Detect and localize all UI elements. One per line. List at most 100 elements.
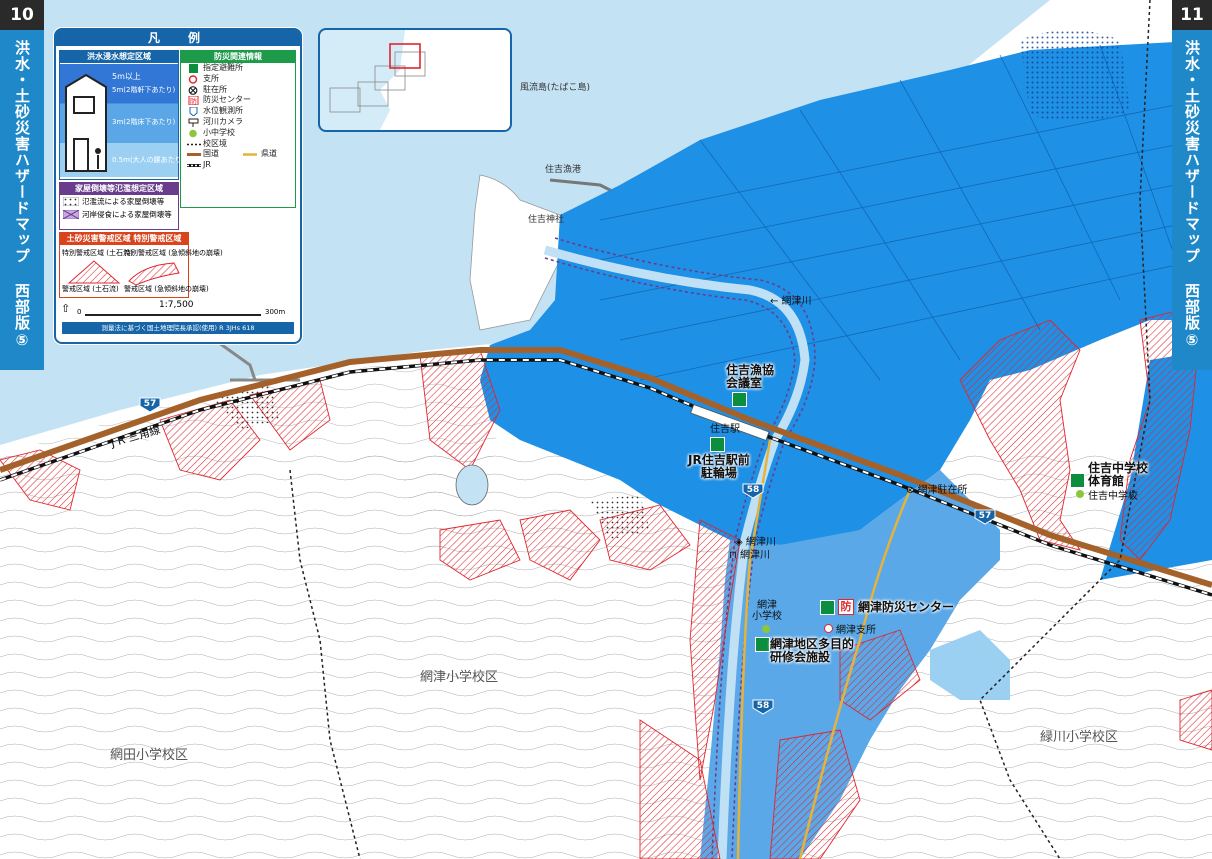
- landslide-pattern-icon: [67, 260, 180, 285]
- flood-zone-deep: [480, 40, 1212, 545]
- school-dot-icon: [187, 129, 199, 138]
- river-levee-line-2: [554, 237, 816, 859]
- legend-landslide-section: 土砂災害警戒区域 特別警戒区域 特別警戒区域 (土石流) 特別警戒区域 (急傾斜…: [59, 232, 223, 298]
- legend-item-jr: JR: [181, 160, 295, 171]
- disaster-center-icon: 防: [838, 599, 854, 615]
- school-boundary-line-icon: [187, 140, 201, 149]
- shelter-label-station-bike: JR住吉駅前 駐輪場: [688, 453, 750, 480]
- scale-start: 0: [77, 308, 82, 316]
- hill-contours-upper: [0, 355, 500, 560]
- house-illustration-icon: [65, 73, 107, 172]
- debris-zone: [210, 385, 280, 430]
- scale-line: [85, 314, 261, 316]
- sumiyoshi-station-platform: [690, 404, 770, 441]
- side-title-right: 洪水・土砂災害ハザードマップ 西部版⑤: [1183, 40, 1201, 350]
- flood-zone-shallow-2: [930, 630, 1010, 700]
- page-tab-left: 10 洪水・土砂災害ハザードマップ 西部版⑤: [0, 0, 44, 370]
- disaster-center-label: 網津防災センター: [858, 600, 955, 614]
- road-badge-58-north: 58: [742, 483, 764, 499]
- disaster-section-title: 防災関連情報: [181, 51, 295, 63]
- branch-office-label: 網津支所: [836, 625, 876, 636]
- legend-flood-section: 洪水浸水想定区域 5m以上 5m(2階軒下あたり) 3m(2階床下あたり) 0.…: [59, 50, 184, 180]
- shelter-icon: [710, 437, 725, 452]
- flood-level-4: 0.5m(大人の腰あたり): [112, 156, 185, 164]
- school-label-amizu: 網津 小学校: [752, 600, 782, 622]
- road-badge-label: 57: [979, 511, 992, 521]
- debris-zone-2: [590, 495, 650, 540]
- flood-section-title: 洪水浸水想定区域: [60, 51, 178, 63]
- index-inset-map: [318, 28, 512, 132]
- police-box-icon: [187, 85, 199, 95]
- island-label: 風流島(たばこ島): [520, 83, 591, 93]
- flood-level-2: 5m(2階軒下あたり): [112, 86, 176, 94]
- legend-item-branch: 支所: [181, 74, 295, 85]
- legend-item-center: 防防災センター: [181, 95, 295, 106]
- disaster-center-icon: 防: [187, 95, 199, 106]
- road-badge-label: 58: [757, 701, 770, 711]
- shelter-icon: [732, 392, 747, 407]
- district-label-amizu: 網津小学校区: [420, 670, 499, 685]
- map-legend: 凡 例 洪水浸水想定区域 5m以上 5m(2階軒下あたり) 3m(2階床下あたり…: [54, 28, 302, 344]
- shelter-square-icon: [187, 64, 199, 73]
- harbour-land: [469, 174, 561, 331]
- flood-level-3: 3m(2階床下あたり): [112, 118, 176, 126]
- survey-note: 測量法に基づく国土地理院長承認(使用) R 3JHs 618: [62, 322, 294, 334]
- legend-item-water-station: 水位観測所: [181, 106, 295, 117]
- shelter-label-community: 網津地区多目的 研修会施設: [770, 637, 855, 664]
- legend-item-special-slope: 特別警戒区域 (急傾斜地の崩壊): [124, 249, 223, 257]
- inset-map-drawing: [329, 30, 510, 130]
- page-number-right: 11: [1172, 0, 1212, 30]
- side-title-left: 洪水・土砂災害ハザードマップ 西部版⑤: [13, 40, 31, 350]
- school-district-boundary: [289, 469, 361, 859]
- shelter-icon: [755, 637, 770, 652]
- jr-line-icon: [187, 161, 201, 170]
- legend-item-boundary: 校区境: [181, 139, 295, 150]
- school-dot-icon: [1076, 490, 1084, 498]
- legend-disaster-section: 防災関連情報 指定避難所 支所 駐在所 防防災センター 水位観測所 河川カメラ …: [180, 50, 296, 208]
- school-dot-icon: [762, 625, 770, 633]
- shrine-label: 住吉神社: [528, 215, 565, 225]
- landslide-section-title: 土砂災害警戒区域 特別警戒区域: [60, 233, 188, 245]
- branch-circle-icon: [824, 624, 833, 633]
- house-collapse-zone: [1020, 30, 1130, 122]
- station-label: 住吉駅: [710, 424, 740, 435]
- flood-level-1: 5m以上: [112, 72, 141, 81]
- legend-item-pref-road: 県道: [261, 149, 277, 159]
- legend-item-national-road: 国道 県道: [181, 149, 295, 160]
- river-label: ← 網津川: [770, 296, 812, 307]
- port-label: 住吉漁港: [545, 165, 582, 175]
- branch-circle-icon: [187, 75, 199, 84]
- legend-item-warning-debris: 警戒区域 (土石流): [62, 285, 119, 293]
- legend-title: 凡 例: [56, 30, 300, 46]
- national-road-57: [0, 347, 1212, 588]
- water-station-label: ◈ 網津川: [735, 537, 776, 548]
- shelter-label-fishery: 住吉漁協 会議室: [726, 363, 775, 390]
- svg-text:防: 防: [190, 97, 197, 106]
- legend-item-school: 小中学校: [181, 128, 295, 139]
- district-label-ouda: 網田小学校区: [110, 748, 189, 763]
- cross-pattern-icon: [62, 209, 80, 220]
- legend-item-warning-slope: 警戒区域 (急傾斜地の崩壊): [124, 285, 209, 293]
- pond: [455, 464, 489, 506]
- page-tab-right: 11 洪水・土砂災害ハザードマップ 西部版⑤: [1172, 0, 1212, 370]
- road-badge-label: 57: [144, 399, 157, 409]
- scale-end: 300m: [265, 308, 286, 316]
- national-road-icon: [187, 150, 201, 159]
- school-label-sumiyoshi: 住吉中学校: [1088, 491, 1138, 502]
- page-number-left: 10: [0, 0, 44, 30]
- legend-item-camera: 河川カメラ: [181, 117, 295, 128]
- shelter-icon: [820, 600, 835, 615]
- road-badge-label: 58: [747, 485, 760, 495]
- police-box-label: ⊗ 網津駐在所: [906, 485, 968, 496]
- river-camera-label: ⊓ 網津川: [729, 550, 770, 561]
- legend-item-shelter: 指定避難所: [181, 63, 295, 74]
- road-badge-57-east: 57: [974, 509, 996, 525]
- prefectural-road-icon: [243, 150, 257, 159]
- legend-item-police: 駐在所: [181, 85, 295, 96]
- house-section-title: 家屋倒壊等氾濫想定区域: [60, 183, 178, 195]
- shelter-label-jhs-gym: 住吉中学校 体育館: [1088, 461, 1149, 488]
- shelter-icon: [1070, 473, 1085, 488]
- road-badge-57-west: 57: [139, 397, 161, 413]
- river-camera-icon: [187, 118, 199, 127]
